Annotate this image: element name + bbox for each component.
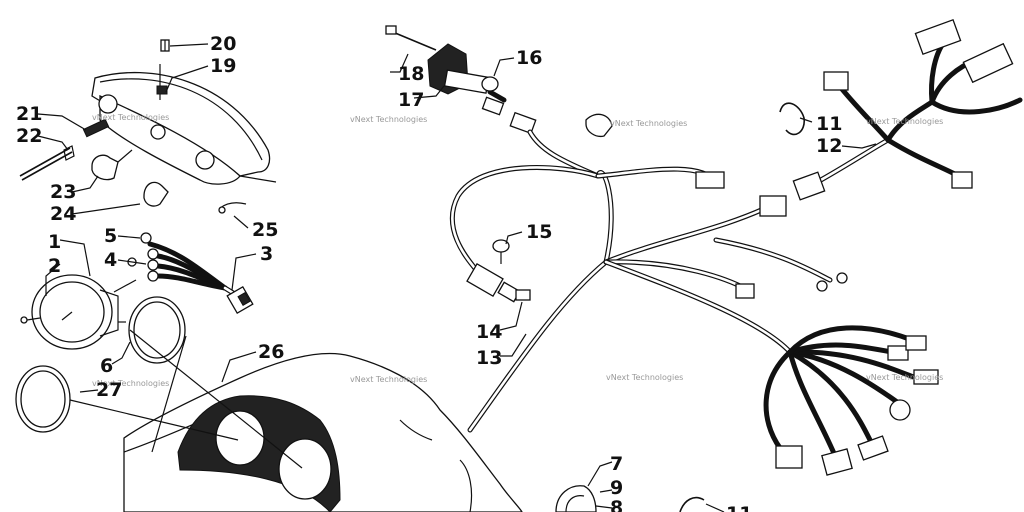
callout-18: 18	[398, 63, 424, 85]
speedometer-gauge-1	[31, 274, 126, 350]
callout-3: 3	[260, 243, 273, 265]
callout-26: 26	[258, 341, 284, 363]
watermark-text: vNext Technologies	[606, 373, 683, 382]
callout-labels: 20 19 21 22 23 24 25 5 4 3 1 2 6 27 26 1…	[16, 33, 842, 512]
grommet-16	[481, 76, 499, 92]
clip-25	[218, 202, 247, 214]
clip-20	[160, 39, 170, 52]
callout-25: 25	[252, 219, 278, 241]
lamp-pigtail-3-4-5	[127, 232, 254, 315]
watermark-text: vNext Technologies	[350, 375, 427, 384]
callout-11-lower: 11	[726, 503, 752, 512]
callout-5: 5	[104, 225, 117, 247]
callout-8: 8	[610, 497, 623, 512]
cable-tie-11-lower	[679, 496, 705, 512]
voltage-regulator-17-18	[385, 25, 537, 135]
fuse-holder-15	[492, 239, 510, 264]
callout-9: 9	[610, 477, 623, 499]
watermark-text: vNext Technologies	[866, 373, 943, 382]
callout-4: 4	[104, 249, 117, 271]
callout-17: 17	[398, 89, 424, 111]
leader-lines	[37, 43, 877, 512]
callout-19: 19	[210, 55, 236, 77]
watermark-text: vNext Technologies	[866, 117, 943, 126]
callout-24: 24	[50, 203, 76, 225]
watermark-text: vNext Technologies	[350, 115, 427, 124]
instrument-pod-26	[123, 352, 523, 512]
boot-24	[143, 181, 169, 207]
gasket-ring-6	[128, 296, 186, 364]
watermark-text: vNext Technologies	[92, 379, 169, 388]
watermark-text: vNext Technologies	[92, 113, 169, 122]
cable-tie-11	[779, 102, 805, 136]
callout-11: 11	[816, 113, 842, 135]
callout-7: 7	[610, 453, 623, 475]
callout-16: 16	[516, 47, 542, 69]
callout-6: 6	[100, 355, 113, 377]
callout-20: 20	[210, 33, 236, 55]
callout-14: 14	[476, 321, 502, 343]
lamp-screw-2	[20, 316, 41, 324]
watermarks: vNext Technologies vNext Technologies vN…	[92, 113, 943, 388]
headlight-assembly	[91, 64, 277, 185]
callout-15: 15	[526, 221, 552, 243]
lens-7-8-9	[555, 485, 597, 512]
bezel-ring-27	[15, 365, 71, 433]
callout-22: 22	[16, 125, 42, 147]
sub-harness-12	[792, 18, 1023, 201]
callout-1: 1	[48, 231, 61, 253]
callout-2: 2	[48, 255, 61, 277]
callout-27: 27	[96, 379, 122, 401]
callout-23: 23	[50, 181, 76, 203]
callout-13: 13	[476, 347, 502, 369]
callout-12: 12	[816, 135, 842, 157]
bulb-socket-23	[91, 149, 133, 181]
main-wiring-harness-13	[449, 113, 939, 476]
watermark-text: vNext Technologies	[610, 119, 687, 128]
spring-adjuster-21-22	[19, 118, 110, 181]
callout-21: 21	[16, 103, 42, 125]
